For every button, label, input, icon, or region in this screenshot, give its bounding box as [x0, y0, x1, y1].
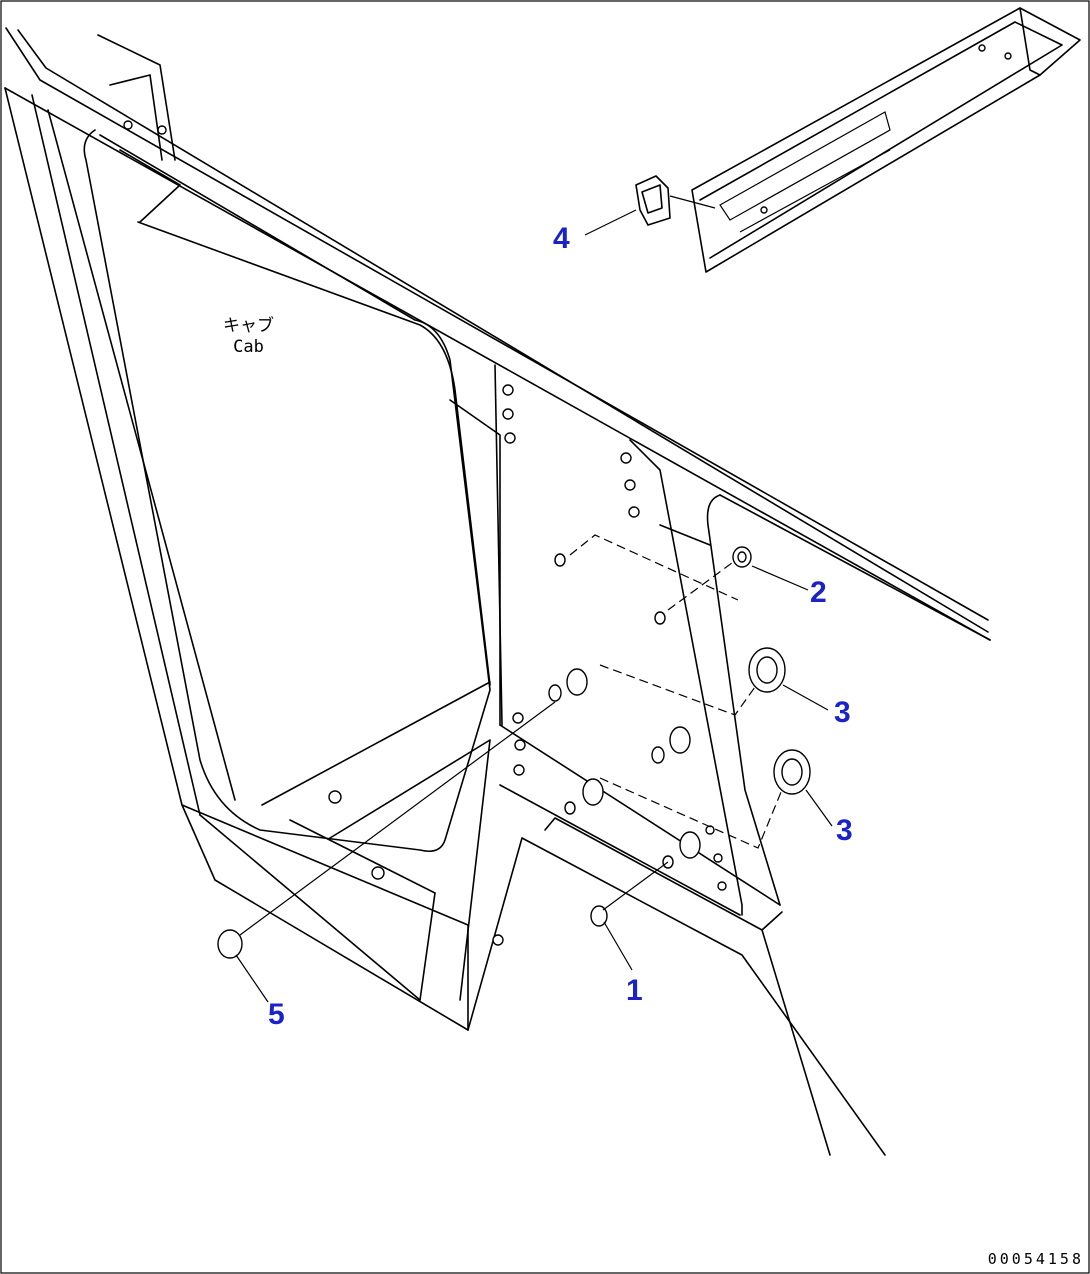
callout-2: 2 — [810, 576, 827, 609]
part-4-clip — [584, 175, 716, 236]
cab-label: キャブ Cab — [223, 316, 274, 359]
mounting-plate — [502, 384, 991, 916]
callout-3-upper: 3 — [834, 696, 851, 729]
trim-strip — [691, 7, 1081, 273]
assembly-lines — [569, 534, 787, 849]
drawing-number: 00054158 — [987, 1250, 1084, 1268]
cab-roof-edge — [4, 27, 991, 641]
cab-label-japanese: キャブ — [223, 316, 274, 336]
cab-left-pillar — [4, 34, 469, 1031]
callout-4: 4 — [553, 222, 570, 255]
callout-1: 1 — [626, 974, 643, 1007]
cab-window-opening — [83, 129, 491, 853]
part-5-cap — [217, 701, 556, 1003]
part-1-plug — [590, 861, 669, 971]
part-3-grommet-lower — [773, 749, 833, 827]
part-2-grommet — [732, 546, 809, 591]
callout-5: 5 — [268, 998, 285, 1031]
callout-3-lower: 3 — [836, 814, 853, 847]
cab-label-english: Cab — [233, 337, 264, 358]
cab-center-post — [181, 364, 886, 1156]
part-3-grommet-upper — [748, 647, 829, 711]
